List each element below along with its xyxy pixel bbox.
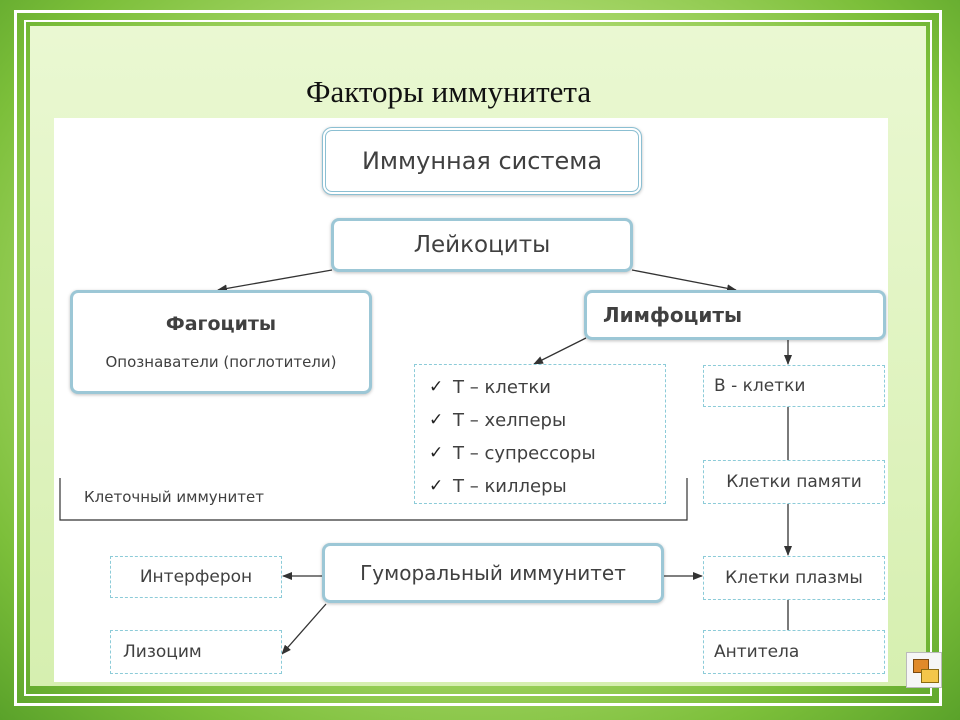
node-immune-system: Иммунная система — [322, 127, 642, 195]
node-plasma-cells: Клетки плазмы — [703, 556, 885, 600]
phagocytes-sublabel: Опознаватели (поглотители) — [105, 353, 337, 371]
check-icon: ✓ — [429, 410, 444, 430]
check-icon: ✓ — [429, 476, 444, 496]
node-t-cells-list: ✓ Т – клетки ✓ Т – хелперы ✓ Т – супресс… — [414, 364, 666, 504]
node-interferon: Интерферон — [110, 556, 282, 598]
phagocytes-label: Фагоциты — [165, 313, 277, 335]
arrow-lympho-to-tcells — [533, 337, 587, 365]
check-icon: ✓ — [429, 377, 444, 397]
node-antibodies: Антитела — [703, 630, 885, 674]
cell-immunity-bracket — [59, 478, 688, 521]
t-cell-label: Т – хелперы — [453, 410, 567, 431]
node-b-cells: В - клетки — [703, 365, 885, 407]
t-cell-label: Т – клетки — [453, 377, 551, 398]
node-memory-cells: Клетки памяти — [703, 460, 885, 504]
node-leukocytes: Лейкоциты — [331, 218, 633, 272]
arrow-leuko-to-phago — [217, 269, 333, 293]
cell-immunity-label: Клеточный иммунитет — [84, 488, 264, 506]
arrow-humoral-to-lysozyme — [281, 603, 327, 655]
t-cell-item: ✓ Т – хелперы — [429, 404, 665, 437]
t-cell-item: ✓ Т – клетки — [429, 371, 665, 404]
node-lysozyme: Лизоцим — [110, 630, 282, 674]
inner-frame — [24, 20, 932, 696]
arrow-leuko-to-lympho — [631, 269, 737, 293]
slide-title: Факторы иммунитета — [306, 74, 592, 109]
outer-frame — [14, 10, 942, 706]
node-humoral-immunity: Гуморальный иммунитет — [322, 543, 664, 603]
check-icon: ✓ — [429, 443, 444, 463]
t-cell-item: ✓ Т – киллеры — [429, 470, 665, 503]
node-lymphocytes: Лимфоциты — [584, 290, 886, 340]
node-phagocytes: Фагоциты Опознаватели (поглотители) — [70, 290, 372, 394]
t-cell-label: Т – супрессоры — [453, 443, 596, 464]
t-cell-item: ✓ Т – супрессоры — [429, 437, 665, 470]
app-icon[interactable] — [906, 652, 942, 688]
app-icon-shape-b — [921, 669, 939, 683]
t-cell-label: Т – киллеры — [453, 476, 567, 497]
